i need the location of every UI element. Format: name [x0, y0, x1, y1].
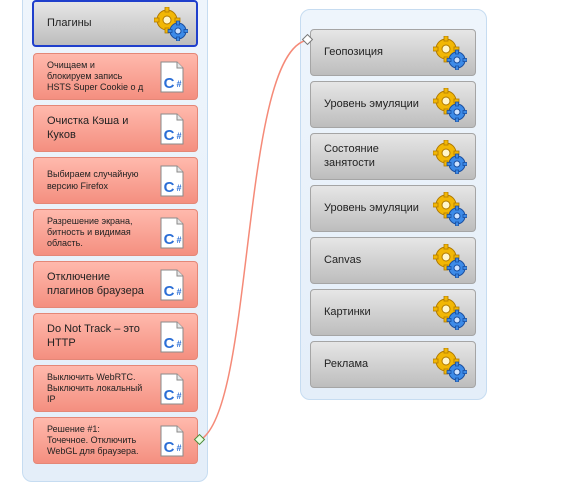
connector-line — [199, 39, 309, 441]
root-node-label: Плагины — [47, 16, 92, 29]
gear-icon — [433, 295, 467, 330]
group-node-label: Уровень эмуляции — [324, 201, 419, 214]
svg-text:C: C — [164, 439, 175, 456]
svg-text:#: # — [176, 183, 181, 193]
gear-icon — [433, 139, 467, 174]
csharp-file-icon: C # — [155, 320, 189, 354]
svg-text:#: # — [176, 443, 181, 453]
csharp-file-icon: C # — [155, 164, 189, 198]
svg-text:#: # — [176, 339, 181, 349]
group-node-label: Состояние занятости — [324, 143, 379, 169]
svg-text:#: # — [176, 287, 181, 297]
group-node[interactable]: Canvas — [310, 237, 476, 284]
connector-layer — [193, 33, 314, 446]
plugin-node-label: Выбираем случайную версию Firefox — [47, 169, 139, 191]
svg-text:C: C — [164, 335, 175, 352]
csharp-file-icon: C # — [155, 268, 189, 302]
csharp-file-icon: C # — [155, 372, 189, 406]
group-node-label: Реклама — [324, 357, 369, 370]
plugin-node-label: Решение #1: Точечное. Отключить WebGL дл… — [47, 423, 139, 457]
group-node-label: Картинки — [324, 305, 371, 318]
csharp-file-icon: C # — [155, 216, 189, 250]
svg-text:C: C — [164, 231, 175, 248]
group-node[interactable]: Реклама — [310, 341, 476, 388]
group-node[interactable]: Уровень эмуляции — [310, 185, 476, 232]
csharp-file-icon: C # — [155, 60, 189, 94]
plugin-node[interactable]: Решение #1: Точечное. Отключить WebGL дл… — [33, 417, 198, 464]
plugin-node[interactable]: Очистка Кэша и Куков C # — [33, 105, 198, 152]
svg-text:#: # — [176, 235, 181, 245]
csharp-file-icon: C # — [155, 424, 189, 458]
svg-text:C: C — [164, 387, 175, 404]
gear-icon — [433, 243, 467, 278]
svg-text:#: # — [176, 131, 181, 141]
plugin-node[interactable]: Do Not Track – это HTTP C # — [33, 313, 198, 360]
plugin-node-label: Очищаем и блокируем запись HSTS Super Co… — [47, 59, 144, 93]
group-node[interactable]: Картинки — [310, 289, 476, 336]
gear-icon — [154, 6, 188, 41]
csharp-file-icon: C # — [155, 112, 189, 146]
plugin-node-label: Выключить WebRTC. Выключить локальный IP — [47, 371, 143, 405]
group-node-label: Уровень эмуляции — [324, 97, 419, 110]
gear-icon — [433, 347, 467, 382]
group-node[interactable]: Геопозиция — [310, 29, 476, 76]
svg-text:#: # — [176, 79, 181, 89]
plugin-node-label: Разрешение экрана, битность и видимая об… — [47, 215, 133, 249]
plugin-node[interactable]: Отключение плагинов браузера C # — [33, 261, 198, 308]
plugin-node[interactable]: Разрешение экрана, битность и видимая об… — [33, 209, 198, 256]
connector-start-handle — [193, 433, 206, 446]
group-node[interactable]: Состояние занятости — [310, 133, 476, 180]
plugin-node[interactable]: Очищаем и блокируем запись HSTS Super Co… — [33, 53, 198, 100]
root-node-plugins[interactable]: Плагины — [32, 0, 198, 47]
gear-icon — [433, 191, 467, 226]
plugin-node-label: Отключение плагинов браузера — [47, 271, 144, 297]
plugin-node[interactable]: Выключить WebRTC. Выключить локальный IP… — [33, 365, 198, 412]
gear-icon — [433, 35, 467, 70]
group-node-label: Canvas — [324, 253, 362, 266]
plugin-node[interactable]: Выбираем случайную версию Firefox C # — [33, 157, 198, 204]
plugin-node-label: Очистка Кэша и Куков — [47, 115, 129, 141]
plugin-node-label: Do Not Track – это HTTP — [47, 323, 140, 349]
group-node-label: Геопозиция — [324, 45, 383, 58]
svg-text:C: C — [164, 283, 175, 300]
connector-end-handle — [301, 33, 314, 46]
gear-icon — [433, 87, 467, 122]
svg-text:C: C — [164, 75, 175, 92]
svg-text:C: C — [164, 179, 175, 196]
svg-text:C: C — [164, 127, 175, 144]
svg-text:#: # — [176, 391, 181, 401]
group-node[interactable]: Уровень эмуляции — [310, 81, 476, 128]
